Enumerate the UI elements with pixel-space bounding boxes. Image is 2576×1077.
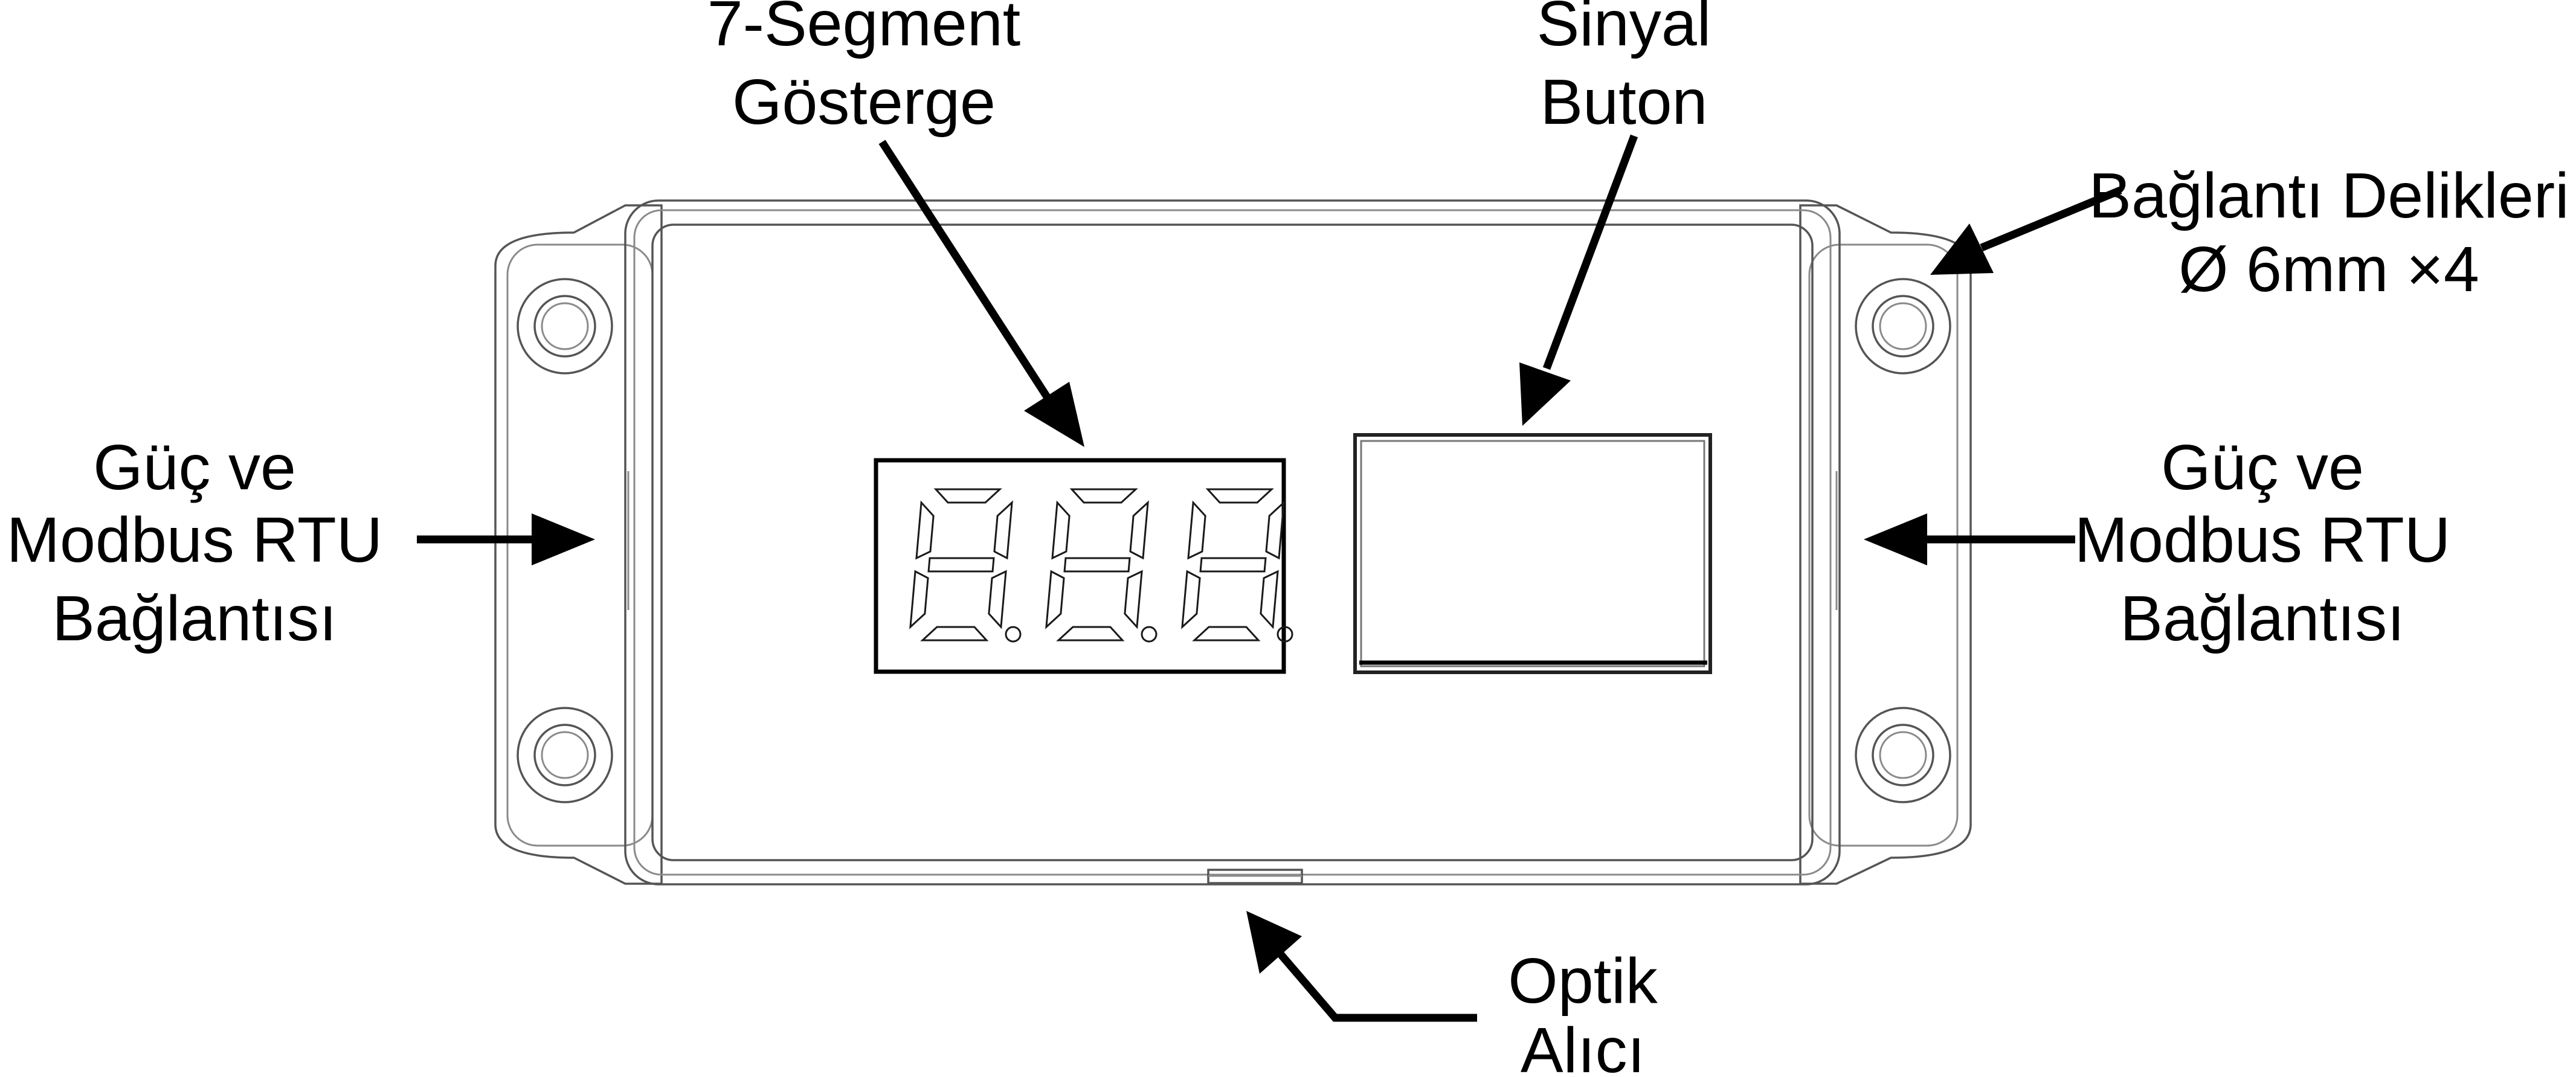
segment-lower-left [909,570,929,629]
segment-lower-left [1181,570,1201,629]
segment-decimal-point [1005,626,1022,643]
label-power-left-line3: Bağlantısı [52,583,336,654]
mounting-hole-bottom-right [1855,707,1951,803]
display-digit [1181,488,1293,643]
segment-bottom [1192,626,1261,641]
button-face [1360,440,1705,667]
enclosure [494,199,1972,886]
mounting-flange [494,204,663,885]
label-power-left-line1: Güç ve [93,432,296,503]
segment-upper-right [1265,500,1285,560]
arrow-power-left [417,513,595,565]
segment-decimal-point [1277,626,1293,643]
label-power-left-line2: Modbus RTU [7,504,383,576]
label-power-right-line3: Bağlantısı [2120,583,2404,654]
labels: 7-Segment Gösterge Sinyal Buton Bağlantı… [7,0,2569,1077]
signal-button [1353,433,1712,674]
segment-lower-right [1260,570,1279,629]
segment-bottom [920,626,989,641]
display-bezel [874,458,1286,674]
housing-rim [633,209,1832,876]
segment-lower-right [1124,570,1143,629]
segment-lower-right [988,570,1007,629]
segment-middle [927,557,995,573]
housing-outer [624,199,1841,886]
mounting-hole-top-right [1855,278,1951,375]
display-digit [1045,488,1158,643]
segment-middle [1063,557,1131,573]
label-seven-segment-line2: Gösterge [732,66,996,138]
mounting-holes [517,278,1951,803]
label-seven-segment-line1: 7-Segment [707,0,1021,59]
label-optical-receiver-line1: Optik [1508,945,1658,1017]
arrow-seven-segment [878,140,1084,447]
segment-lower-left [1045,570,1065,629]
arrow-signal-button [1519,134,1638,426]
segment-upper-right [1129,500,1149,560]
label-optical-receiver-line2: Alıcı [1521,1015,1645,1077]
segment-bottom [1056,626,1125,641]
segment-decimal-point [1141,626,1158,643]
segment-upper-left [1187,500,1206,560]
mounting-hole-top-left [517,278,613,375]
label-mounting-holes-line2: Ø 6mm ×4 [2178,234,2479,305]
label-power-right-line1: Güç ve [2161,432,2364,503]
arrow-power-right [1864,513,2075,565]
display-digit [909,488,1022,643]
segment-top [1069,488,1138,504]
arrow-optical-receiver [1246,911,1477,1022]
segment-upper-right [993,500,1013,560]
segment-upper-left [915,500,935,560]
segment-top [1205,488,1274,504]
button-frame [1353,433,1712,674]
arrow-mounting-holes [1930,186,2122,275]
label-signal-button-line1: Sinyal [1537,0,1711,59]
flange-inner-right [1808,243,1959,847]
seven-segment-display [874,458,1293,674]
label-mounting-holes-line1: Bağlantı Delikleri [2088,160,2569,231]
mounting-hole-bottom-left [517,707,613,803]
display-digits [909,488,1293,643]
segment-middle [1199,557,1267,573]
segment-upper-left [1051,500,1071,560]
segment-top [933,488,1002,504]
leader-arrows [417,134,2122,1022]
label-signal-button-line2: Buton [1540,66,1707,138]
label-power-right-line2: Modbus RTU [2075,504,2451,576]
mounting-flange-right [1799,204,1972,885]
front-panel [651,223,1814,861]
